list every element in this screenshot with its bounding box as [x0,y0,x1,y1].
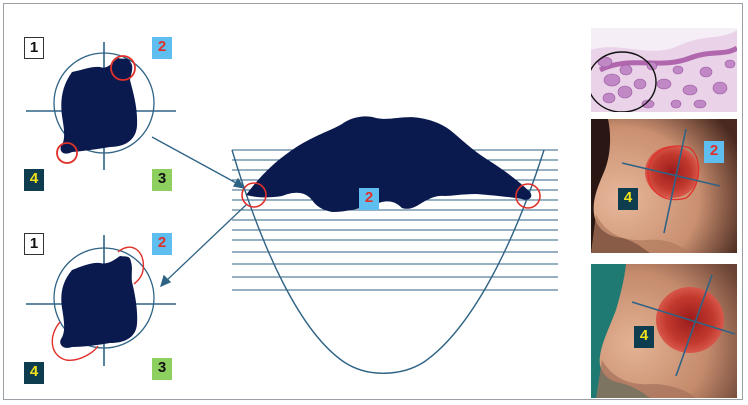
region-marker [591,51,657,112]
margin-outline [117,246,145,285]
tissue-specimen [60,256,138,348]
quadrant-label-4: 4 [618,188,638,210]
excision-diagram [231,116,558,374]
margin-circle [110,55,136,81]
margin-circle [56,142,78,164]
excised-tumor [246,116,532,212]
margin-outline [51,321,99,361]
histology-photo [591,28,737,112]
tissue-diagram-bottom [26,235,176,366]
quadrant-label-1: 1 [24,233,44,255]
arrowhead-icon [232,177,246,189]
quadrant-label-3: 3 [152,358,172,380]
quadrant-label-2: 2 [359,188,379,210]
nose-photo-top [591,119,737,253]
quadrant-label-4: 4 [634,326,654,348]
quadrant-label-4: 4 [24,169,44,191]
margin-circle [515,183,541,209]
nose-photo-bottom [591,264,737,398]
figure-frame [3,3,743,400]
quadrant-label-4: 4 [24,362,44,384]
quadrant-label-2: 2 [152,37,172,59]
quadrant-label-1: 1 [24,37,44,59]
excision-bowl [231,149,545,374]
connector-line [151,136,239,185]
tissue-specimen [60,58,138,154]
connector-line [165,204,247,282]
margin-circle [241,182,267,208]
connector-arrows [151,136,247,288]
arrowhead-icon [159,274,172,288]
quadrant-label-2: 2 [704,141,724,163]
quadrant-label-3: 3 [152,169,172,191]
quadrant-label-2: 2 [152,233,172,255]
tissue-diagram-top [26,42,176,170]
